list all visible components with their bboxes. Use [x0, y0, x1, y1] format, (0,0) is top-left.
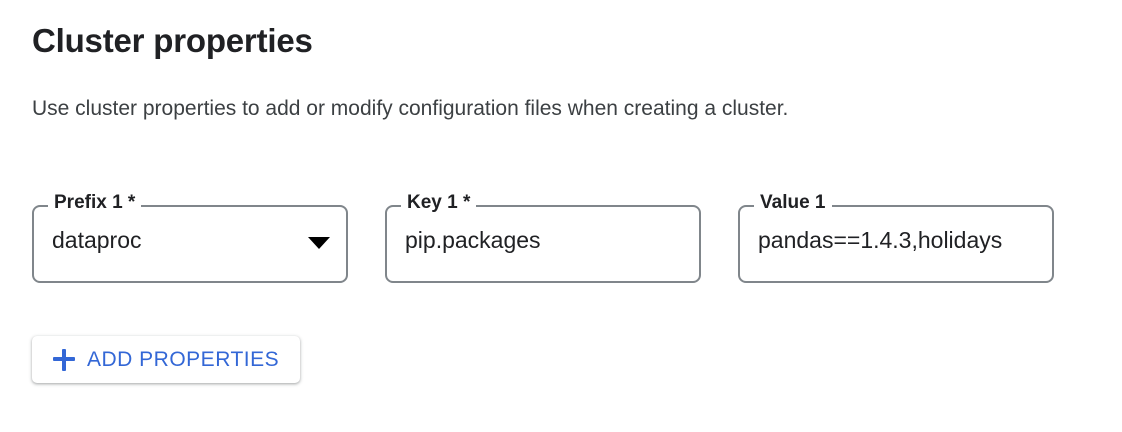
- add-properties-label: ADD PROPERTIES: [87, 347, 280, 371]
- field-label-value-1: Value 1: [754, 192, 832, 214]
- field-key-1[interactable]: Key 1 * pip.packages: [385, 192, 701, 283]
- page-description: Use cluster properties to add or modify …: [32, 97, 789, 120]
- chevron-down-icon[interactable]: [308, 237, 330, 249]
- page-title: Cluster properties: [32, 22, 313, 59]
- prefix-1-value[interactable]: dataproc: [52, 227, 142, 253]
- value-1-input[interactable]: pandas==1.4.3,holidays: [758, 227, 1003, 253]
- field-value-1[interactable]: Value 1 pandas==1.4.3,holidays: [738, 192, 1054, 283]
- field-prefix-1[interactable]: Prefix 1 * dataproc: [32, 192, 348, 283]
- field-label-key-1: Key 1 *: [401, 192, 477, 214]
- add-properties-button[interactable]: ADD PROPERTIES: [32, 336, 301, 383]
- key-1-input[interactable]: pip.packages: [405, 227, 541, 253]
- field-label-prefix-1: Prefix 1 *: [48, 192, 142, 214]
- plus-icon: [53, 348, 75, 371]
